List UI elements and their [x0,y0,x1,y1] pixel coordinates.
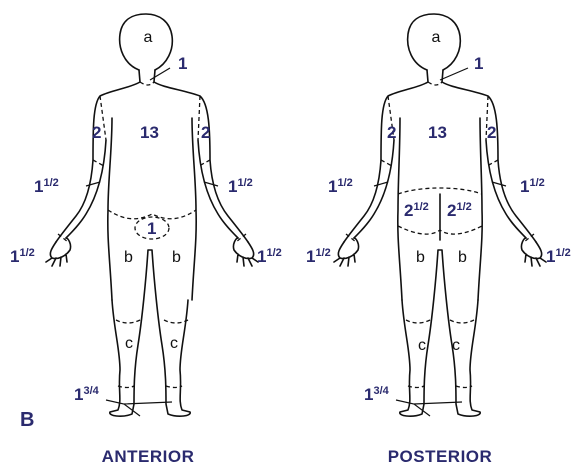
anterior-genitals-label: 1 [147,219,156,238]
posterior-forearm-left-label: 11/2 [328,177,353,196]
anterior-neck-border [140,82,154,85]
anterior-neck-leader [150,68,170,80]
anterior-hand-right [233,238,258,266]
posterior-ankle-right-border [456,386,472,388]
anterior-ankle-right-border [166,386,182,388]
anterior-hand-left [46,238,71,266]
panel-label: B [20,409,34,431]
posterior-thigh-right-label: b [458,249,467,266]
anterior-forearm-left-label: 11/2 [34,177,59,196]
posterior-thigh-left-label: b [416,249,425,266]
posterior-forearm-right-label: 11/2 [520,177,545,196]
anterior-knee-right-border [164,320,188,323]
posterior-neck-label: 1 [474,54,483,73]
anterior-hand-left-label: 11/2 [10,247,35,266]
posterior-hand-left-label: 11/2 [306,247,331,266]
anterior-thigh-left-label: b [124,249,133,266]
posterior-foot-label: 13/4 [364,385,390,404]
posterior-leg-left-label: c [418,337,426,354]
anterior-ankle-left-border [118,386,134,388]
anterior-forearm-right-label: 11/2 [228,177,253,196]
anterior-elbow-left-border [93,160,104,166]
anterior-figure [46,14,258,416]
posterior-foot-leader [396,400,462,416]
posterior-waist-border [398,188,482,194]
posterior-trunk-label: 13 [428,123,447,142]
posterior-leg-right-label: c [452,337,460,354]
posterior-figure [334,14,546,416]
posterior-hand-left [334,238,359,266]
anterior-labels: a 1 13 2 2 11/2 11/2 11/2 11/2 1 b b c c… [10,29,282,404]
anterior-legs [110,250,190,416]
anterior-foot-label: 13/4 [74,385,100,404]
posterior-neck-border [428,82,442,85]
posterior-legs [400,250,480,416]
anterior-leg-left-label: c [125,335,133,352]
posterior-elbow-left-border [381,160,392,166]
anterior-neck-label: 1 [178,54,187,73]
posterior-hand-right-label: 11/2 [546,247,571,266]
posterior-upper-arm-left-label: 2 [387,123,396,142]
posterior-head-label: a [432,29,441,46]
posterior-buttock-left-label: 21/2 [404,201,429,220]
anterior-thigh-right-label: b [172,249,181,266]
posterior-hand-right [521,238,546,266]
posterior-caption: POSTERIOR [388,447,493,466]
anterior-head-label: a [144,29,153,46]
posterior-ankle-left-border [408,386,424,388]
posterior-labels: a 1 13 2 2 11/2 11/2 11/2 11/2 21/2 21/2… [306,29,571,404]
posterior-knee-right-border [450,320,474,323]
anterior-upper-arm-right-label: 2 [201,123,210,142]
anterior-caption: ANTERIOR [102,447,195,466]
posterior-knee-left-border [406,320,430,323]
anterior-knee-left-border [116,320,140,323]
anterior-torso-sides [108,118,196,300]
posterior-buttock-right-label: 21/2 [447,201,472,220]
anterior-hand-right-label: 11/2 [257,247,282,266]
anterior-upper-arm-left-label: 2 [92,123,101,142]
anterior-shoulder-right-border [198,96,200,140]
anterior-foot-leader [106,400,172,416]
anterior-leg-right-label: c [170,335,178,352]
anterior-trunk-label: 13 [140,123,159,142]
posterior-upper-arm-right-label: 2 [487,123,496,142]
